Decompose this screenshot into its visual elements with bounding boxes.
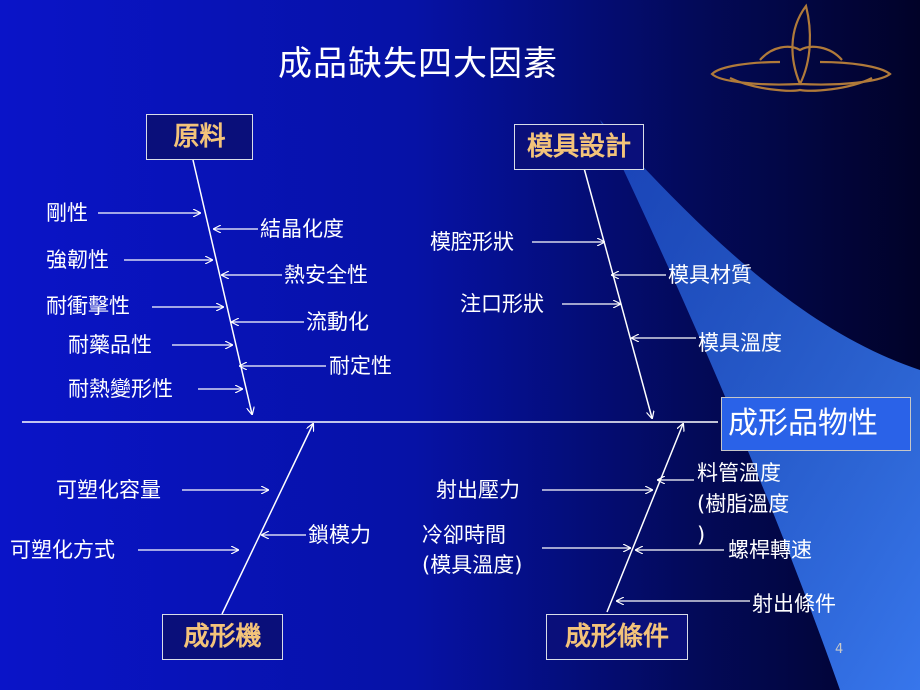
cause-label: 強韌性 <box>46 248 109 272</box>
cause-label: 模具溫度 <box>698 331 782 355</box>
bone-mold-design <box>583 167 652 418</box>
cause-label: 射出條件 <box>752 592 836 616</box>
cause-label: 注口形狀 <box>460 292 544 316</box>
flourish-ornament-icon <box>710 3 892 92</box>
bone-conditions <box>606 424 683 613</box>
category-machine: 成形機 <box>162 614 283 660</box>
category-mold-design: 模具設計 <box>514 124 644 170</box>
cause-label: (樹脂溫度 <box>697 492 790 516</box>
cause-label: ) <box>697 523 706 547</box>
cause-label: 可塑化容量 <box>56 478 161 502</box>
cause-label: 可塑化方式 <box>10 538 115 562</box>
cause-label: 射出壓力 <box>436 478 520 502</box>
cause-label: 耐熱變形性 <box>68 377 173 401</box>
bone-materials <box>192 159 252 414</box>
category-materials: 原料 <box>146 114 253 160</box>
bone-machine <box>221 424 313 615</box>
cause-label: 料管溫度 <box>697 461 781 485</box>
cause-label: 冷卻時間 <box>422 523 506 547</box>
page-number: 4 <box>835 642 844 657</box>
cause-label: 耐藥品性 <box>68 333 152 357</box>
cause-label: 結晶化度 <box>260 217 344 241</box>
cause-label: (模具溫度) <box>422 553 523 577</box>
cause-label: 模腔形狀 <box>430 230 514 254</box>
effect-box: 成形品物性 <box>721 397 911 451</box>
cause-label: 螺桿轉速 <box>728 538 812 562</box>
cause-label: 剛性 <box>46 201 88 225</box>
cause-label: 熱安全性 <box>284 263 368 287</box>
category-conditions: 成形條件 <box>546 614 688 660</box>
slide-title: 成品缺失四大因素 <box>278 44 558 84</box>
cause-label: 鎖模力 <box>308 523 371 547</box>
cause-label: 耐定性 <box>329 354 392 378</box>
cause-label: 耐衝擊性 <box>46 294 130 318</box>
cause-label: 模具材質 <box>668 263 752 287</box>
cause-label: 流動化 <box>306 310 369 334</box>
